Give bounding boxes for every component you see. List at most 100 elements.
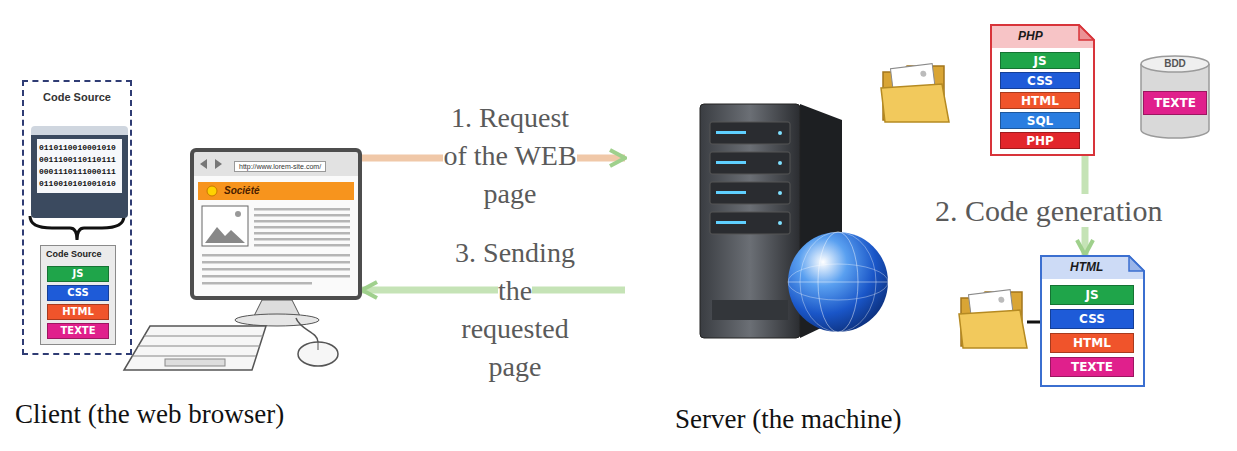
folder-icon — [881, 64, 949, 122]
server-illustration — [788, 232, 888, 332]
folder-link — [1027, 321, 1040, 324]
server-illustration — [778, 131, 782, 135]
url-text: http://www.lorem-site.com/ — [234, 161, 326, 172]
edge-label: 1. Request of the WEB page — [443, 102, 576, 209]
server-illustration — [700, 104, 888, 338]
edge-label-box: 1. Request of the WEB page — [440, 99, 580, 213]
server-machine: Server (the machine) — [625, 90, 985, 435]
language-band: CSS — [47, 285, 109, 301]
language-tag: JS — [73, 269, 84, 279]
language-tag: TEXTE — [1154, 97, 1196, 109]
document-heading: PHP — [990, 29, 1095, 43]
computer-illustration — [235, 314, 319, 326]
server-illustration — [778, 161, 782, 165]
language-band: HTML — [1050, 333, 1134, 353]
edge-label: 3. Sending the requested page — [455, 237, 575, 382]
panel-heading: Code Source — [24, 82, 130, 103]
computer-illustration — [202, 206, 248, 246]
language-tag: JS — [1085, 289, 1098, 301]
language-tag: TEXTE — [60, 326, 95, 336]
server-illustration — [710, 152, 790, 174]
computer-illustration — [202, 254, 350, 257]
language-tag: HTML — [1021, 95, 1059, 107]
computer-illustration — [254, 208, 350, 211]
computer-illustration — [138, 346, 260, 347]
server-illustration — [716, 131, 746, 134]
side-caption: Client (the web browser) — [15, 398, 284, 430]
edge-label: 2. Code generation — [935, 194, 1162, 227]
computer-illustration — [235, 211, 241, 217]
server-illustration — [710, 122, 790, 144]
language-tag: CSS — [67, 288, 88, 298]
site-heading: Société — [224, 184, 260, 198]
computer-illustration — [124, 152, 358, 370]
computer-illustration — [254, 238, 350, 241]
computer-illustration — [202, 268, 350, 271]
database-name: BDD — [1140, 55, 1210, 70]
binary-screen: 0110110010001010 0011100110110111 000111… — [31, 126, 128, 218]
language-tag: HTML — [62, 307, 94, 317]
computer-illustration — [318, 342, 319, 350]
language-band: CSS — [1050, 309, 1134, 329]
computer-illustration — [296, 318, 318, 342]
language-tag: HTML — [1073, 337, 1111, 349]
language-band: PHP — [1000, 132, 1080, 149]
language-band: JS — [1000, 52, 1080, 69]
computer-illustration — [202, 275, 350, 278]
document-fold — [1079, 25, 1094, 40]
computer-illustration — [205, 227, 245, 243]
document-heading: Code Source — [41, 246, 115, 260]
language-tag: CSS — [1079, 313, 1105, 325]
server-caption: Server (the machine) — [675, 403, 985, 435]
server-illustration — [778, 191, 782, 195]
computer-illustration — [194, 152, 358, 296]
computer-illustration — [198, 182, 354, 200]
computer-illustration — [254, 244, 350, 247]
language-tag: CSS — [1027, 75, 1053, 87]
computer-illustration — [144, 336, 263, 337]
language-band: HTML — [1000, 92, 1080, 109]
server-illustration — [778, 221, 782, 225]
computer-illustration — [132, 356, 256, 357]
computer-illustration — [202, 261, 350, 264]
computer-illustration — [194, 152, 358, 176]
computer-illustration — [202, 282, 312, 285]
language-band: SQL — [1000, 112, 1080, 129]
document-fold — [1129, 256, 1144, 271]
curly-brace — [30, 216, 124, 240]
language-band: TEXTE — [1143, 91, 1207, 115]
language-tag: TEXTE — [1071, 361, 1113, 373]
flow-arrow — [362, 287, 625, 294]
document-body — [1041, 256, 1144, 386]
computer-illustration — [254, 214, 350, 217]
folder-icon — [959, 290, 1027, 348]
edge-label-box: 2. Code generation — [935, 193, 1162, 229]
computer-illustration — [200, 159, 207, 169]
server-illustration — [716, 191, 746, 194]
database-cylinder: BDD TEXTE — [1140, 55, 1210, 139]
language-band: CSS — [1000, 72, 1080, 89]
language-tag: SQL — [1027, 115, 1054, 127]
server-illustration — [710, 182, 790, 204]
browser-screen: http://www.lorem-site.com/Société — [190, 148, 362, 300]
computer-illustration — [207, 186, 217, 196]
server-illustration — [712, 300, 788, 320]
html-document: HTML JS CSS HTML TEXTE — [1040, 255, 1145, 387]
binary-code: 0110110010001010 0011100110110111 000111… — [37, 139, 122, 193]
computer-illustration — [254, 220, 350, 223]
computer-illustration — [215, 159, 222, 169]
server-illustration — [710, 212, 790, 234]
document-heading: HTML — [1040, 260, 1145, 274]
language-band: HTML — [47, 304, 109, 320]
server-illustration — [716, 221, 746, 224]
server-illustration — [716, 161, 746, 164]
language-band: JS — [47, 266, 109, 282]
source-code-panel: Code Source 0110110010001010 001110011011… — [22, 80, 132, 355]
source-document: Code SourceJS CSS HTML TEXTE — [40, 245, 116, 345]
language-tag: PHP — [1026, 135, 1054, 147]
cylinder-body — [1141, 64, 1209, 138]
server-illustration — [788, 264, 888, 300]
computer-illustration — [298, 342, 338, 366]
